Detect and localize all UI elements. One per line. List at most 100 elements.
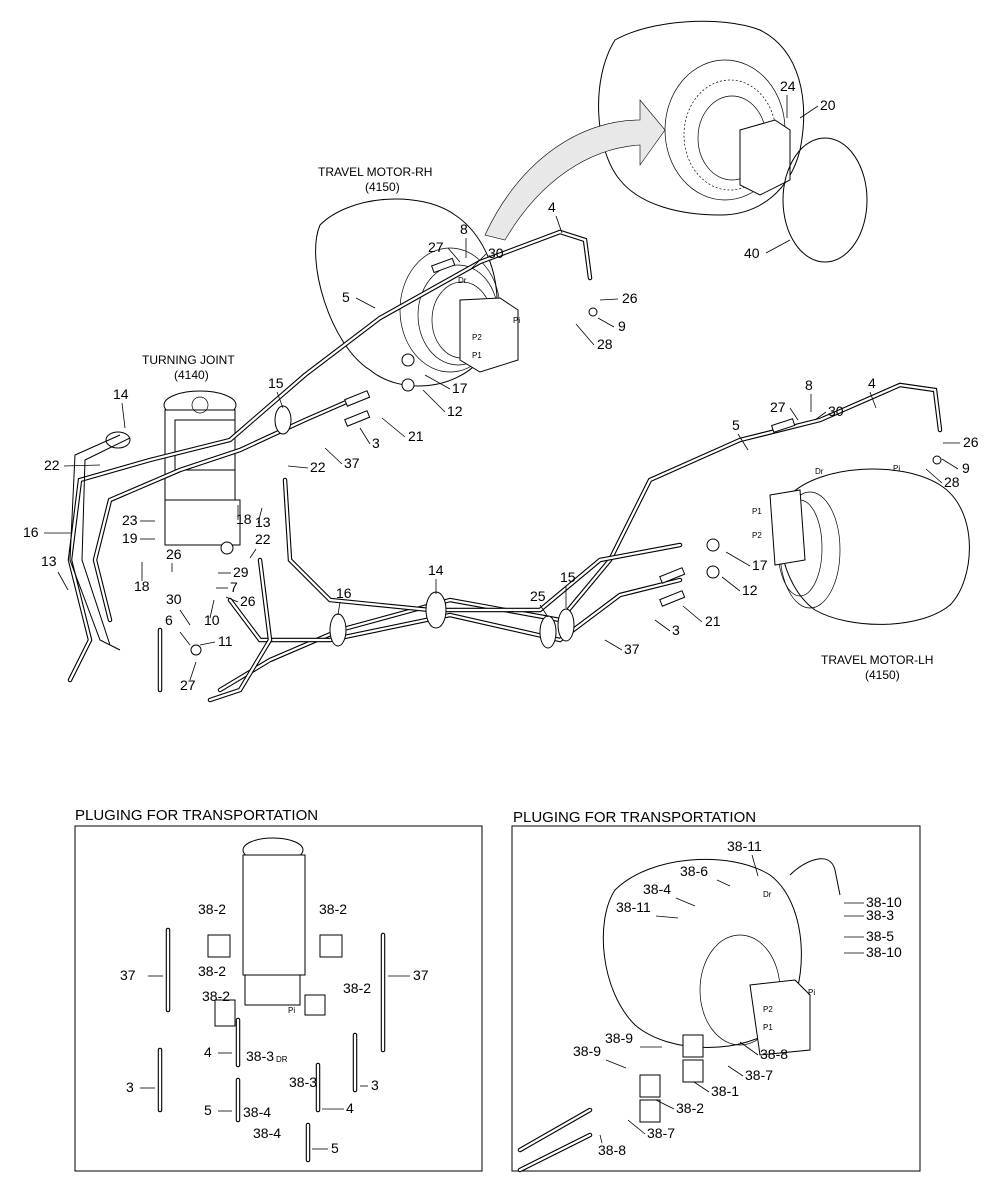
callout-5: 5 <box>342 289 350 305</box>
port-mark-p2-rh: P2 <box>472 333 482 342</box>
callout-15: 15 <box>268 375 284 391</box>
callout-leader <box>604 639 623 651</box>
callout-16: 16 <box>336 585 352 601</box>
callout-leader <box>751 854 759 877</box>
port-mark-pi-right: Pi <box>808 988 815 997</box>
callout-4: 4 <box>868 375 876 391</box>
callout-38-4: 38-4 <box>253 1125 281 1141</box>
callout-37: 37 <box>120 967 136 983</box>
callout-3: 3 <box>372 435 380 451</box>
callout-9: 9 <box>962 460 970 476</box>
callout-5: 5 <box>204 1102 212 1118</box>
callout-40: 40 <box>744 245 760 261</box>
callout-leader <box>682 605 703 623</box>
callout-leader <box>737 433 749 451</box>
callout-38-3: 38-3 <box>246 1048 274 1064</box>
callout-leader <box>869 391 877 409</box>
callout-leader <box>716 879 731 887</box>
hose-bundle <box>67 229 943 703</box>
callout-26: 26 <box>240 593 256 609</box>
callout-16: 16 <box>23 524 39 540</box>
callout-18: 18 <box>236 511 252 527</box>
callout-27: 27 <box>180 677 196 693</box>
callout-leader <box>209 599 215 619</box>
callout-13: 13 <box>41 553 57 569</box>
left-section-title: PLUGING FOR TRANSPORTATION <box>75 807 318 824</box>
callout-leader <box>337 601 341 616</box>
right-section-title: PLUGING FOR TRANSPORTATION <box>513 809 756 826</box>
callout-17: 17 <box>452 380 468 396</box>
turning-joint-code: (4140) <box>174 368 209 382</box>
callout-22: 22 <box>255 531 271 547</box>
callout-4: 4 <box>548 199 556 215</box>
callout-15: 15 <box>560 569 576 585</box>
callout-38-10: 38-10 <box>866 944 902 960</box>
turning-joint <box>163 390 241 546</box>
callout-38-1: 38-1 <box>711 1083 739 1099</box>
callout-21: 21 <box>705 613 721 629</box>
callout-23: 23 <box>122 512 138 528</box>
callout-leader <box>381 417 406 438</box>
callout-leader <box>424 374 451 390</box>
left-plug-art <box>157 837 386 1163</box>
exploded-travel-motor <box>484 20 868 263</box>
callout-leader <box>814 411 827 421</box>
travel-motor-rh <box>315 198 519 387</box>
callout-leader <box>925 468 943 484</box>
callout-38-2: 38-2 <box>319 901 347 917</box>
fittings <box>190 257 942 656</box>
callout-27: 27 <box>428 239 444 255</box>
callout-38-3: 38-3 <box>289 1074 317 1090</box>
callout-28: 28 <box>944 474 960 490</box>
callout-leader <box>276 391 284 409</box>
callout-5: 5 <box>732 417 740 433</box>
callout-38-8: 38-8 <box>598 1142 626 1158</box>
callout-14: 14 <box>113 386 129 402</box>
callout-21: 21 <box>408 428 424 444</box>
turning-joint-title: TURNING JOINT <box>142 353 235 367</box>
port-mark-dr-rh: Dr <box>458 276 467 285</box>
callout-leader <box>179 631 191 646</box>
callout-37: 37 <box>413 967 429 983</box>
callout-leader <box>199 641 216 646</box>
callout-leader <box>765 239 791 254</box>
callout-leader <box>655 1099 675 1110</box>
callout-30: 30 <box>828 403 844 419</box>
callout-38-11: 38-11 <box>616 899 651 915</box>
callout-leader <box>721 576 741 592</box>
callout-leader <box>249 548 257 559</box>
callout-18: 18 <box>134 578 150 594</box>
callout-leader <box>57 571 69 591</box>
callout-leader <box>654 619 671 632</box>
callout-12: 12 <box>742 582 758 598</box>
callout-11: 11 <box>218 633 233 649</box>
port-mark-p2-right: P2 <box>763 1005 773 1014</box>
callout-leader <box>675 897 696 907</box>
travel-motor-lh-title: TRAVEL MOTOR-LH <box>821 653 933 667</box>
callout-leader <box>287 465 309 469</box>
port-mark-p2-lh: P2 <box>752 531 762 540</box>
callout-24: 24 <box>780 78 796 94</box>
callout-leader <box>539 604 549 618</box>
port-mark-pi-lh: Pi <box>893 464 900 473</box>
callout-3: 3 <box>672 622 680 638</box>
callout-leader <box>179 609 191 626</box>
callout-30: 30 <box>488 245 504 261</box>
callout-38-11: 38-11 <box>727 838 762 854</box>
callout-38-2: 38-2 <box>676 1100 704 1116</box>
callout-38-2: 38-2 <box>198 901 226 917</box>
callout-38-2: 38-2 <box>343 980 371 996</box>
callout-leader <box>63 464 101 467</box>
callout-leader <box>627 1119 646 1135</box>
callout-38-9: 38-9 <box>605 1030 633 1046</box>
left-plug-section-box <box>74 825 483 1172</box>
callout-38-3: 38-3 <box>866 907 894 923</box>
callout-26: 26 <box>963 434 979 450</box>
callout-38-6: 38-6 <box>680 863 708 879</box>
callout-25: 25 <box>530 588 546 604</box>
callout-13: 13 <box>255 514 271 530</box>
port-mark-p1-lh: P1 <box>752 507 762 516</box>
